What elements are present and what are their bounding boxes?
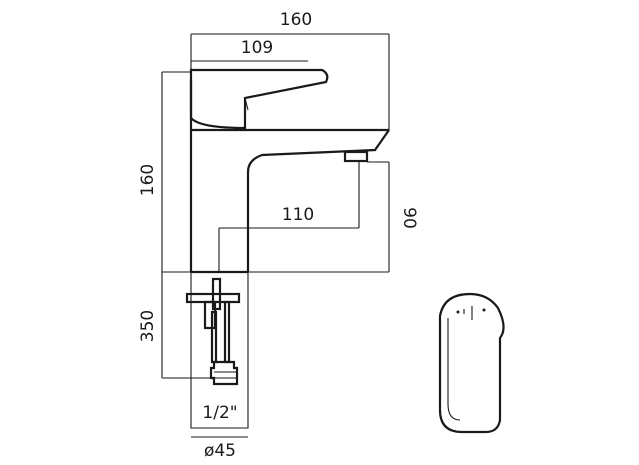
lever-handle-detail	[244, 97, 249, 111]
overall-height-label: 160	[138, 164, 158, 196]
tail-length-label: 350	[138, 310, 158, 342]
base-diameter-label: ø45	[204, 441, 236, 461]
lever-side-inner	[447, 318, 461, 421]
aerator	[343, 150, 369, 163]
under-counter-fixings: 350 1/2" ø45	[138, 272, 249, 461]
lever-handle	[189, 68, 329, 130]
hose-connector	[209, 360, 239, 386]
lever-side-view	[438, 292, 505, 434]
lever-side-mark-1	[456, 310, 460, 314]
lever-length-dimension: 109	[191, 38, 308, 62]
lever-side-mark-4	[482, 308, 486, 312]
lever-length-label: 109	[241, 38, 273, 58]
spout-reach-dimension: 110	[218, 162, 360, 272]
spout-height-dimension: 90	[248, 161, 419, 273]
stud-top	[211, 277, 222, 311]
overall-width-label: 160	[280, 10, 312, 30]
thread-label: 1/2"	[202, 403, 237, 423]
overall-width-dimension: 160	[190, 10, 390, 130]
lever-side-outline	[438, 292, 505, 434]
spout-reach-label: 110	[282, 205, 314, 225]
tap-body	[189, 68, 390, 274]
spout-height-label: 90	[399, 207, 419, 229]
tail-pipe	[223, 300, 231, 364]
mounting-outline	[190, 272, 249, 429]
overall-height-dimension: 160	[138, 71, 191, 273]
body-right-edge	[246, 129, 390, 272]
